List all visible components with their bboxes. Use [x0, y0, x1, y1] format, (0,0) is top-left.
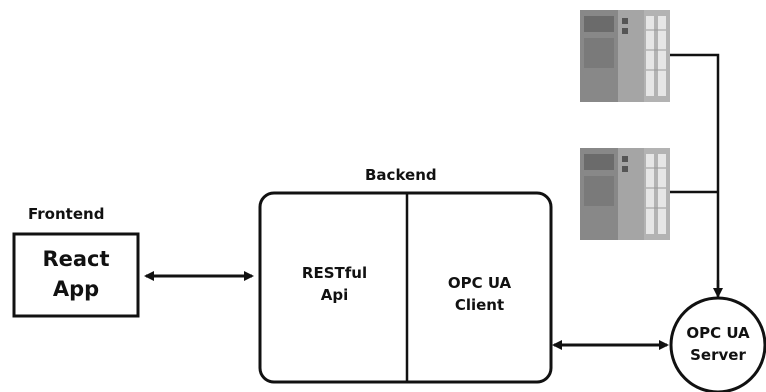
react-app-line1: React: [42, 247, 110, 271]
plc1-connection-line: [670, 53, 720, 298]
opc-client-line2: Client: [454, 296, 505, 314]
opc-ua-server-label: OPC UA Server: [671, 322, 765, 366]
restful-line1: RESTful: [301, 264, 368, 282]
backend-box: [258, 191, 553, 384]
opc-ua-client-label: OPC UA Client: [408, 272, 551, 316]
opc-client-line1: OPC UA: [447, 274, 512, 292]
server-line1: OPC UA: [686, 324, 750, 342]
react-app-line2: App: [52, 277, 100, 301]
frontend-label: Frontend: [28, 205, 105, 223]
react-app-box: [12, 232, 140, 318]
plc-controller-icon: [580, 148, 670, 240]
server-line2: Server: [690, 346, 746, 364]
opc-ua-server-circle: [669, 296, 766, 392]
restful-line2: Api: [320, 286, 349, 304]
react-app-label: React App: [14, 244, 138, 304]
plc-controller-icon: [580, 10, 670, 102]
backend-label: Backend: [365, 166, 437, 184]
restful-api-label: RESTful Api: [262, 262, 407, 306]
